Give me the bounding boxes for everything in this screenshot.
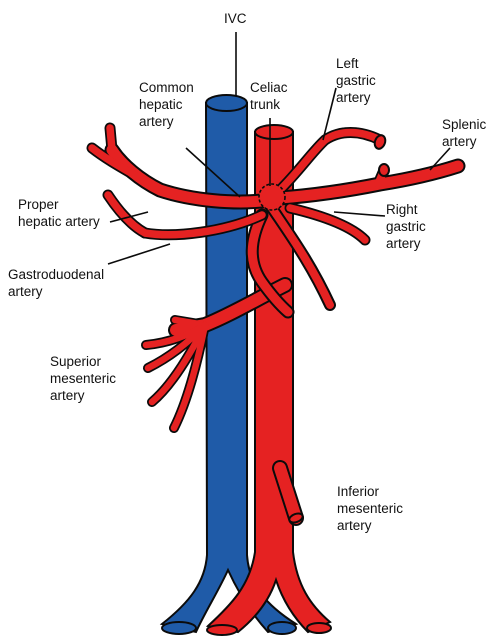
- inferior-mesenteric-artery-label: Inferior mesenteric artery: [337, 483, 403, 534]
- gastroduodenal-artery-label: Gastroduodenal artery: [8, 266, 104, 300]
- common-hepatic-artery-label: Common hepatic artery: [139, 79, 194, 130]
- celiac-trunk-vessel: [259, 184, 285, 210]
- right-gastric-leader-line: [334, 212, 385, 216]
- superior-mesenteric-artery-label: Superior mesenteric artery: [50, 353, 116, 404]
- splenic-gastric-vessels: [280, 133, 458, 241]
- ivc-label: IVC: [224, 10, 247, 27]
- left-gastric-artery-label: Left gastric artery: [336, 55, 376, 106]
- splenic-artery-label: Splenic artery: [442, 116, 486, 150]
- proper-hepatic-artery-label: Proper hepatic artery: [18, 196, 100, 230]
- celiac-trunk-label: Celiac trunk: [250, 79, 288, 113]
- gastroduodenal-leader-line: [108, 244, 170, 264]
- right-gastric-artery-label: Right gastric artery: [386, 201, 426, 252]
